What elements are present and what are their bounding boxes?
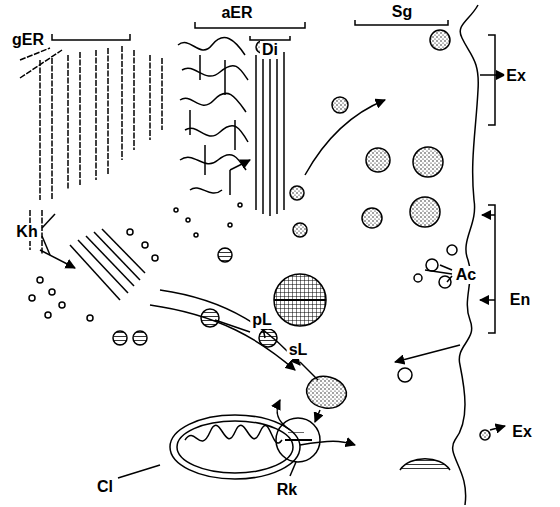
part-label: Kh xyxy=(14,223,39,241)
part-label: Ac xyxy=(454,266,478,284)
part-label: Ex xyxy=(504,67,528,85)
part-label: En xyxy=(508,291,532,309)
part-label: Rk xyxy=(275,481,299,499)
part-label: Di xyxy=(260,41,280,59)
part-label: Sg xyxy=(390,3,414,21)
part-label: gER xyxy=(10,31,46,49)
part-label: pL xyxy=(250,311,274,329)
part-label: sL xyxy=(287,341,310,359)
part-label: Cl xyxy=(95,478,115,496)
part-label: Ex xyxy=(510,423,534,441)
part-label: aER xyxy=(219,4,254,22)
